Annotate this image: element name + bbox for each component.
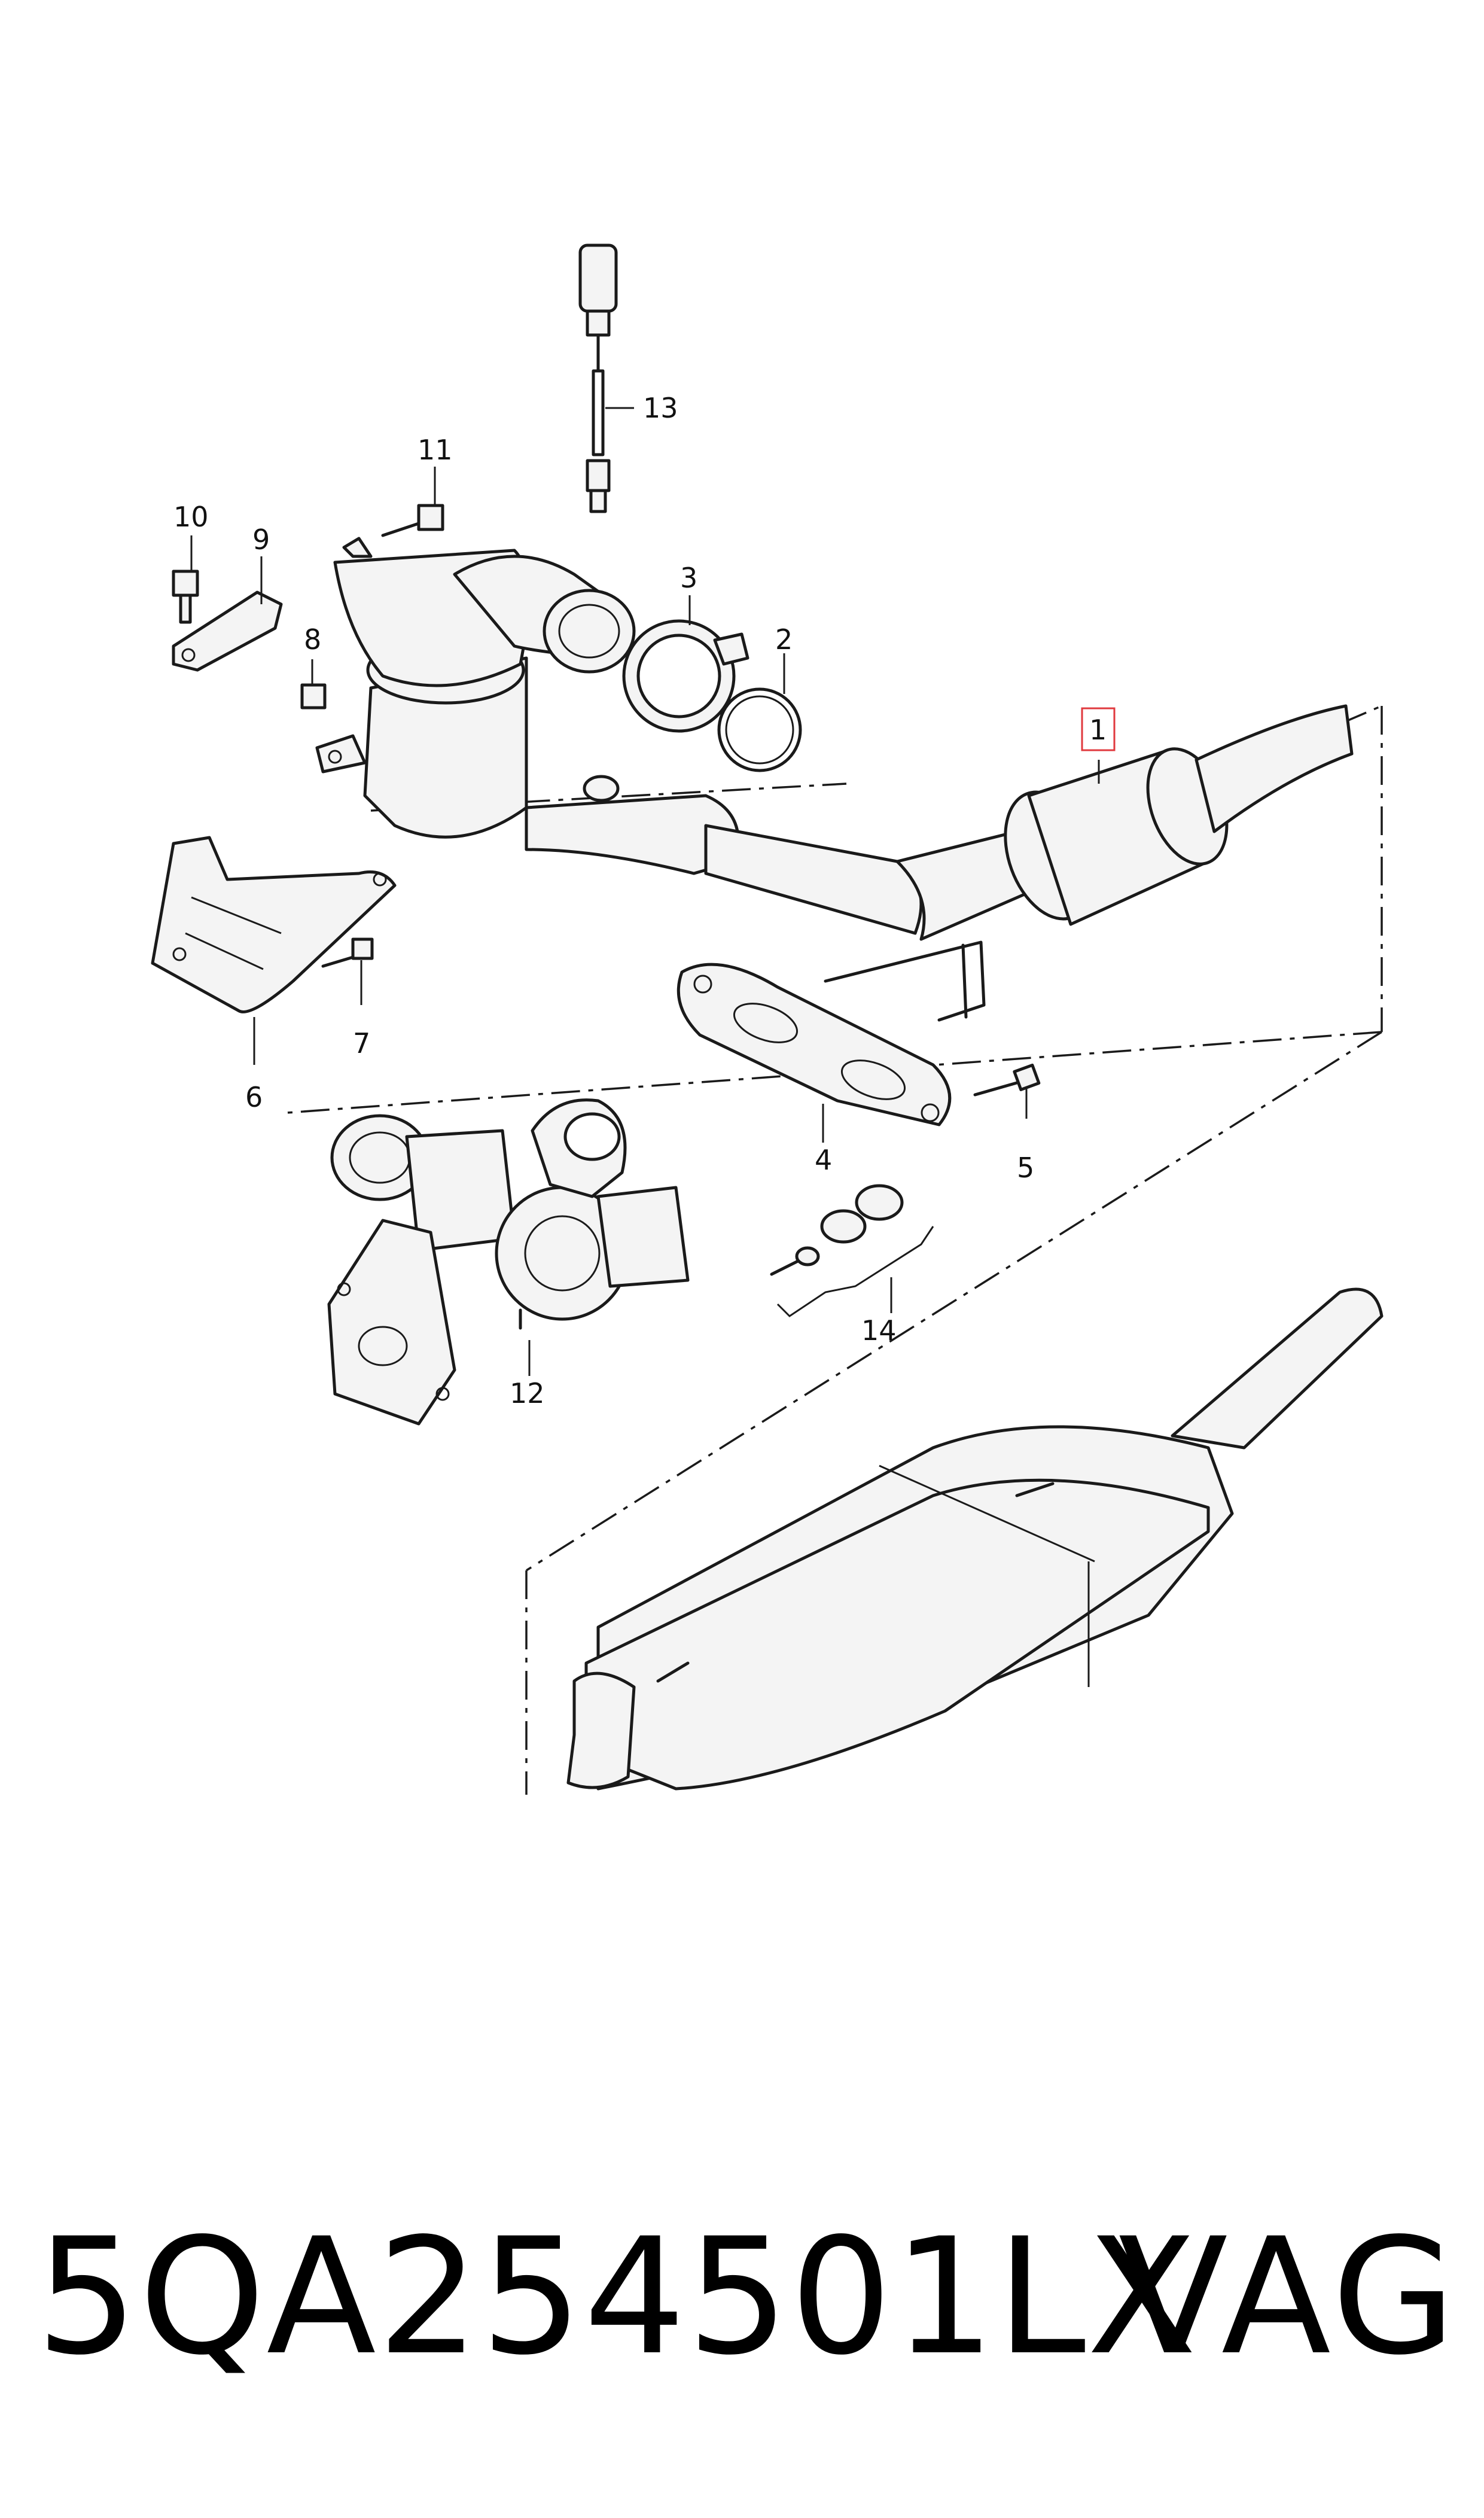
leader-lines: [190, 407, 1100, 1376]
callout-2: 2: [775, 623, 793, 656]
bolt-10: [172, 570, 199, 624]
highlight-box: [1081, 707, 1116, 751]
callout-13: 13: [643, 392, 678, 424]
callout-5: 5: [1017, 1152, 1034, 1184]
bolt-5: [973, 1063, 1041, 1097]
rivet-and-pads: [770, 1184, 934, 1317]
oxygen-sensor: [578, 243, 618, 513]
callout-8: 8: [304, 623, 321, 656]
callout-9: 9: [252, 523, 270, 556]
turbocharger: [327, 1098, 690, 1426]
pipe-support-bracket: [824, 940, 986, 1022]
callout-12: 12: [510, 1377, 545, 1409]
callout-labels: 1 2 3 4 5 6 7 8 9 10 11 12 13 14: [173, 392, 1107, 1409]
heat-shield-plate: [677, 963, 952, 1126]
callout-3: 3: [680, 562, 697, 594]
callout-11: 11: [418, 434, 453, 466]
callout-10: 10: [173, 501, 209, 533]
catalytic-converter-pipe: [704, 704, 1354, 941]
gasket-ring: [717, 687, 802, 772]
pipe-clamp: [622, 619, 749, 733]
callout-1: 1: [1089, 714, 1107, 746]
bolt-11: [381, 504, 444, 537]
callout-7: 7: [353, 1027, 370, 1059]
mounting-bracket: [151, 836, 397, 1013]
callout-6: 6: [245, 1081, 263, 1113]
particulate-filter-housing: [315, 537, 740, 875]
small-bracket-9: [172, 590, 283, 672]
callout-4: 4: [815, 1144, 832, 1176]
rear-muffler: [566, 1287, 1384, 1791]
caption-bar: 5QA254501LX VAG: [36, 2208, 1459, 2387]
brand-name: VAG: [1118, 2204, 1459, 2391]
nut-8: [300, 683, 327, 710]
callout-14: 14: [861, 1314, 897, 1347]
part-number: 5QA254501LX: [36, 2204, 1198, 2391]
bolt-7: [321, 937, 374, 968]
